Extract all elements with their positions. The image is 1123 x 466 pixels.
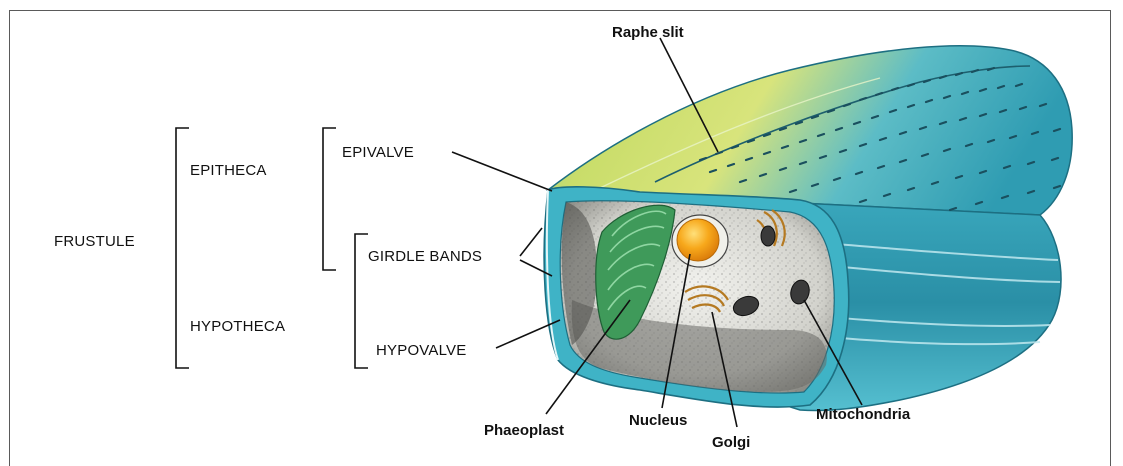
label-girdle-bands: GIRDLE BANDS — [368, 248, 482, 265]
label-phaeoplast: Phaeoplast — [484, 422, 564, 439]
label-epitheca: EPITHECA — [190, 162, 267, 179]
epitheca-bracket — [323, 128, 336, 270]
label-frustule: FRUSTULE — [54, 233, 135, 250]
label-hypovalve: HYPOVALVE — [376, 342, 466, 359]
hypotheca-bracket — [355, 234, 368, 368]
leader-girdle-bands-upper — [520, 228, 542, 256]
nucleus-organelle — [672, 215, 728, 267]
label-hypotheca: HYPOTHECA — [190, 318, 285, 335]
diatom-illustration — [544, 46, 1072, 411]
leader-epivalve — [452, 152, 552, 191]
label-raphe-slit: Raphe slit — [612, 24, 684, 41]
frustule-bracket — [176, 128, 189, 368]
label-nucleus: Nucleus — [629, 412, 687, 429]
label-golgi: Golgi — [712, 434, 750, 451]
label-mitochondria: Mitochondria — [816, 406, 911, 423]
label-epivalve: EPIVALVE — [342, 144, 414, 161]
